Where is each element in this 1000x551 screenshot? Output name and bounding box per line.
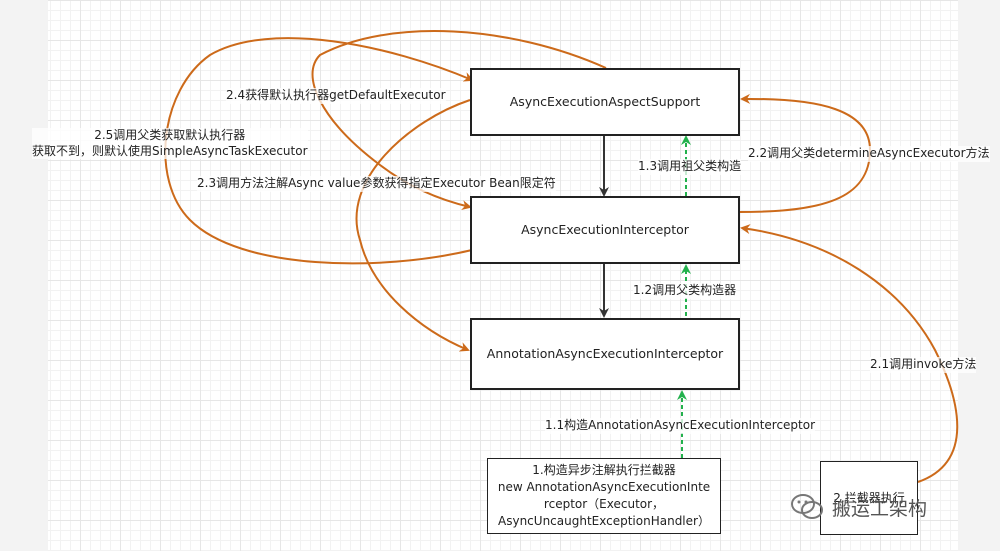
- arrow-2-1: [740, 224, 959, 483]
- label-step-1-3: 1.3调用祖父类构造: [638, 159, 742, 175]
- node-aspect-support-label: AsyncExecutionAspectSupport: [509, 93, 701, 109]
- label-step-1-1: 1.1构造AnnotationAsyncExecutionInterceptor: [545, 418, 816, 434]
- label-step-2-5: 2.5调用父类获取默认执行器 获取不到，则默认使用SimpleAsyncTask…: [32, 128, 308, 160]
- label-step-2-1: 2.1调用invoke方法: [870, 357, 977, 373]
- label-step-2-2: 2.2调用父类determineAsyncExecutor方法: [748, 146, 990, 162]
- node-aspect-support: AsyncExecutionAspectSupport: [470, 68, 740, 136]
- construct-line-2: new AnnotationAsyncExecutionInte: [497, 480, 711, 495]
- node-interceptor-label: AsyncExecutionInterceptor: [521, 221, 689, 237]
- label-step-2-5-line2: 获取不到，则默认使用SimpleAsyncTaskExecutor: [32, 143, 308, 158]
- wechat-icon: [791, 494, 823, 519]
- node-intercept-exec: 2.拦截器执行: [820, 461, 918, 535]
- node-intercept-exec-label: 2.拦截器执行: [833, 490, 905, 505]
- label-step-2-4: 2.4获得默认执行器getDefaultExecutor: [226, 88, 446, 104]
- right-margin: [958, 0, 1000, 551]
- node-annotation-interceptor: AnnotationAsyncExecutionInterceptor: [470, 318, 740, 390]
- left-margin: [0, 0, 48, 551]
- construct-line-4: AsyncUncaughtExceptionHandler）: [498, 513, 710, 528]
- arrow-2-3: [355, 99, 471, 352]
- construct-line-3: rceptor（Executor，: [543, 497, 665, 511]
- label-step-2-3: 2.3调用方法注解Async value参数获得指定Executor Bean限…: [197, 176, 556, 192]
- label-step-1-2: 1.2调用父类构造器: [633, 283, 737, 299]
- watermark: 搬运工架构: [790, 492, 927, 522]
- node-construct-interceptor: 1.构造异步注解执行拦截器 new AnnotationAsyncExecuti…: [487, 458, 721, 534]
- construct-line-1: 1.构造异步注解执行拦截器: [532, 463, 676, 478]
- node-annotation-interceptor-label: AnnotationAsyncExecutionInterceptor: [486, 345, 724, 361]
- label-step-2-5-line1: 2.5调用父类获取默认执行器: [94, 128, 246, 142]
- node-interceptor: AsyncExecutionInterceptor: [470, 196, 740, 264]
- watermark-text: 搬运工架构: [832, 497, 928, 520]
